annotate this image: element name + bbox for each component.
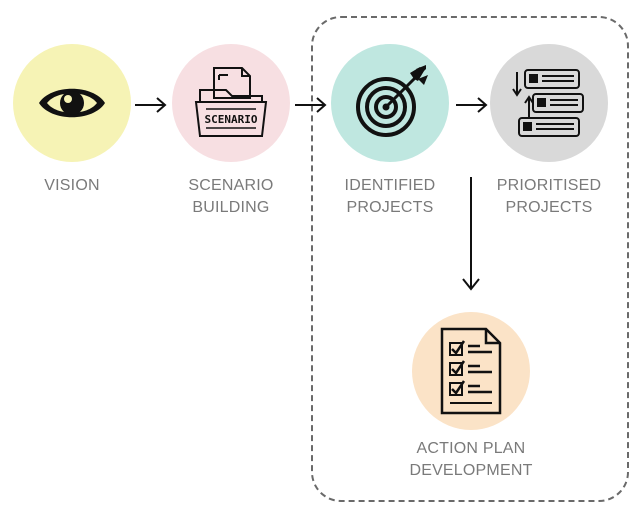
arrow-scenario-to-identified — [294, 96, 328, 114]
prioritised-label-line1: PRIORITISED — [496, 177, 602, 194]
identified-circle — [331, 44, 449, 162]
action-plan-label-line2: DEVELOPMENT — [409, 462, 533, 479]
action-plan-circle — [412, 312, 530, 430]
scenario-icon-text: SCENARIO — [205, 113, 258, 126]
checklist-icon — [438, 327, 504, 415]
arrow-identified-to-prioritised — [455, 96, 489, 114]
scenario-label-line1: SCENARIO — [188, 177, 274, 194]
vision-circle — [13, 44, 131, 162]
scenario-label-line2: BUILDING — [192, 199, 270, 216]
prioritised-label-line2: PROJECTS — [505, 199, 593, 216]
identified-label-line2: PROJECTS — [346, 199, 434, 216]
eye-icon — [37, 80, 107, 126]
sorted-list-icon — [511, 68, 587, 138]
dashed-group-frame — [311, 16, 629, 502]
vision-label: VISION — [0, 175, 147, 197]
prioritised-circle — [490, 44, 608, 162]
action-plan-label-line1: ACTION PLAN — [416, 440, 526, 457]
scenario-circle: SCENARIO — [172, 44, 290, 162]
identified-label-line1: IDENTIFIED — [344, 177, 436, 194]
prioritised-label: PRIORITISED PROJECTS — [474, 175, 624, 219]
action-plan-label: ACTION PLAN DEVELOPMENT — [396, 438, 546, 482]
identified-label: IDENTIFIED PROJECTS — [315, 175, 465, 219]
scenario-folder-icon: SCENARIO — [192, 62, 270, 144]
arrow-vision-to-scenario — [134, 96, 168, 114]
arrow-identified-to-action — [461, 176, 481, 292]
scenario-label: SCENARIO BUILDING — [156, 175, 306, 219]
vision-label-line1: VISION — [44, 177, 100, 194]
target-icon — [352, 65, 428, 141]
